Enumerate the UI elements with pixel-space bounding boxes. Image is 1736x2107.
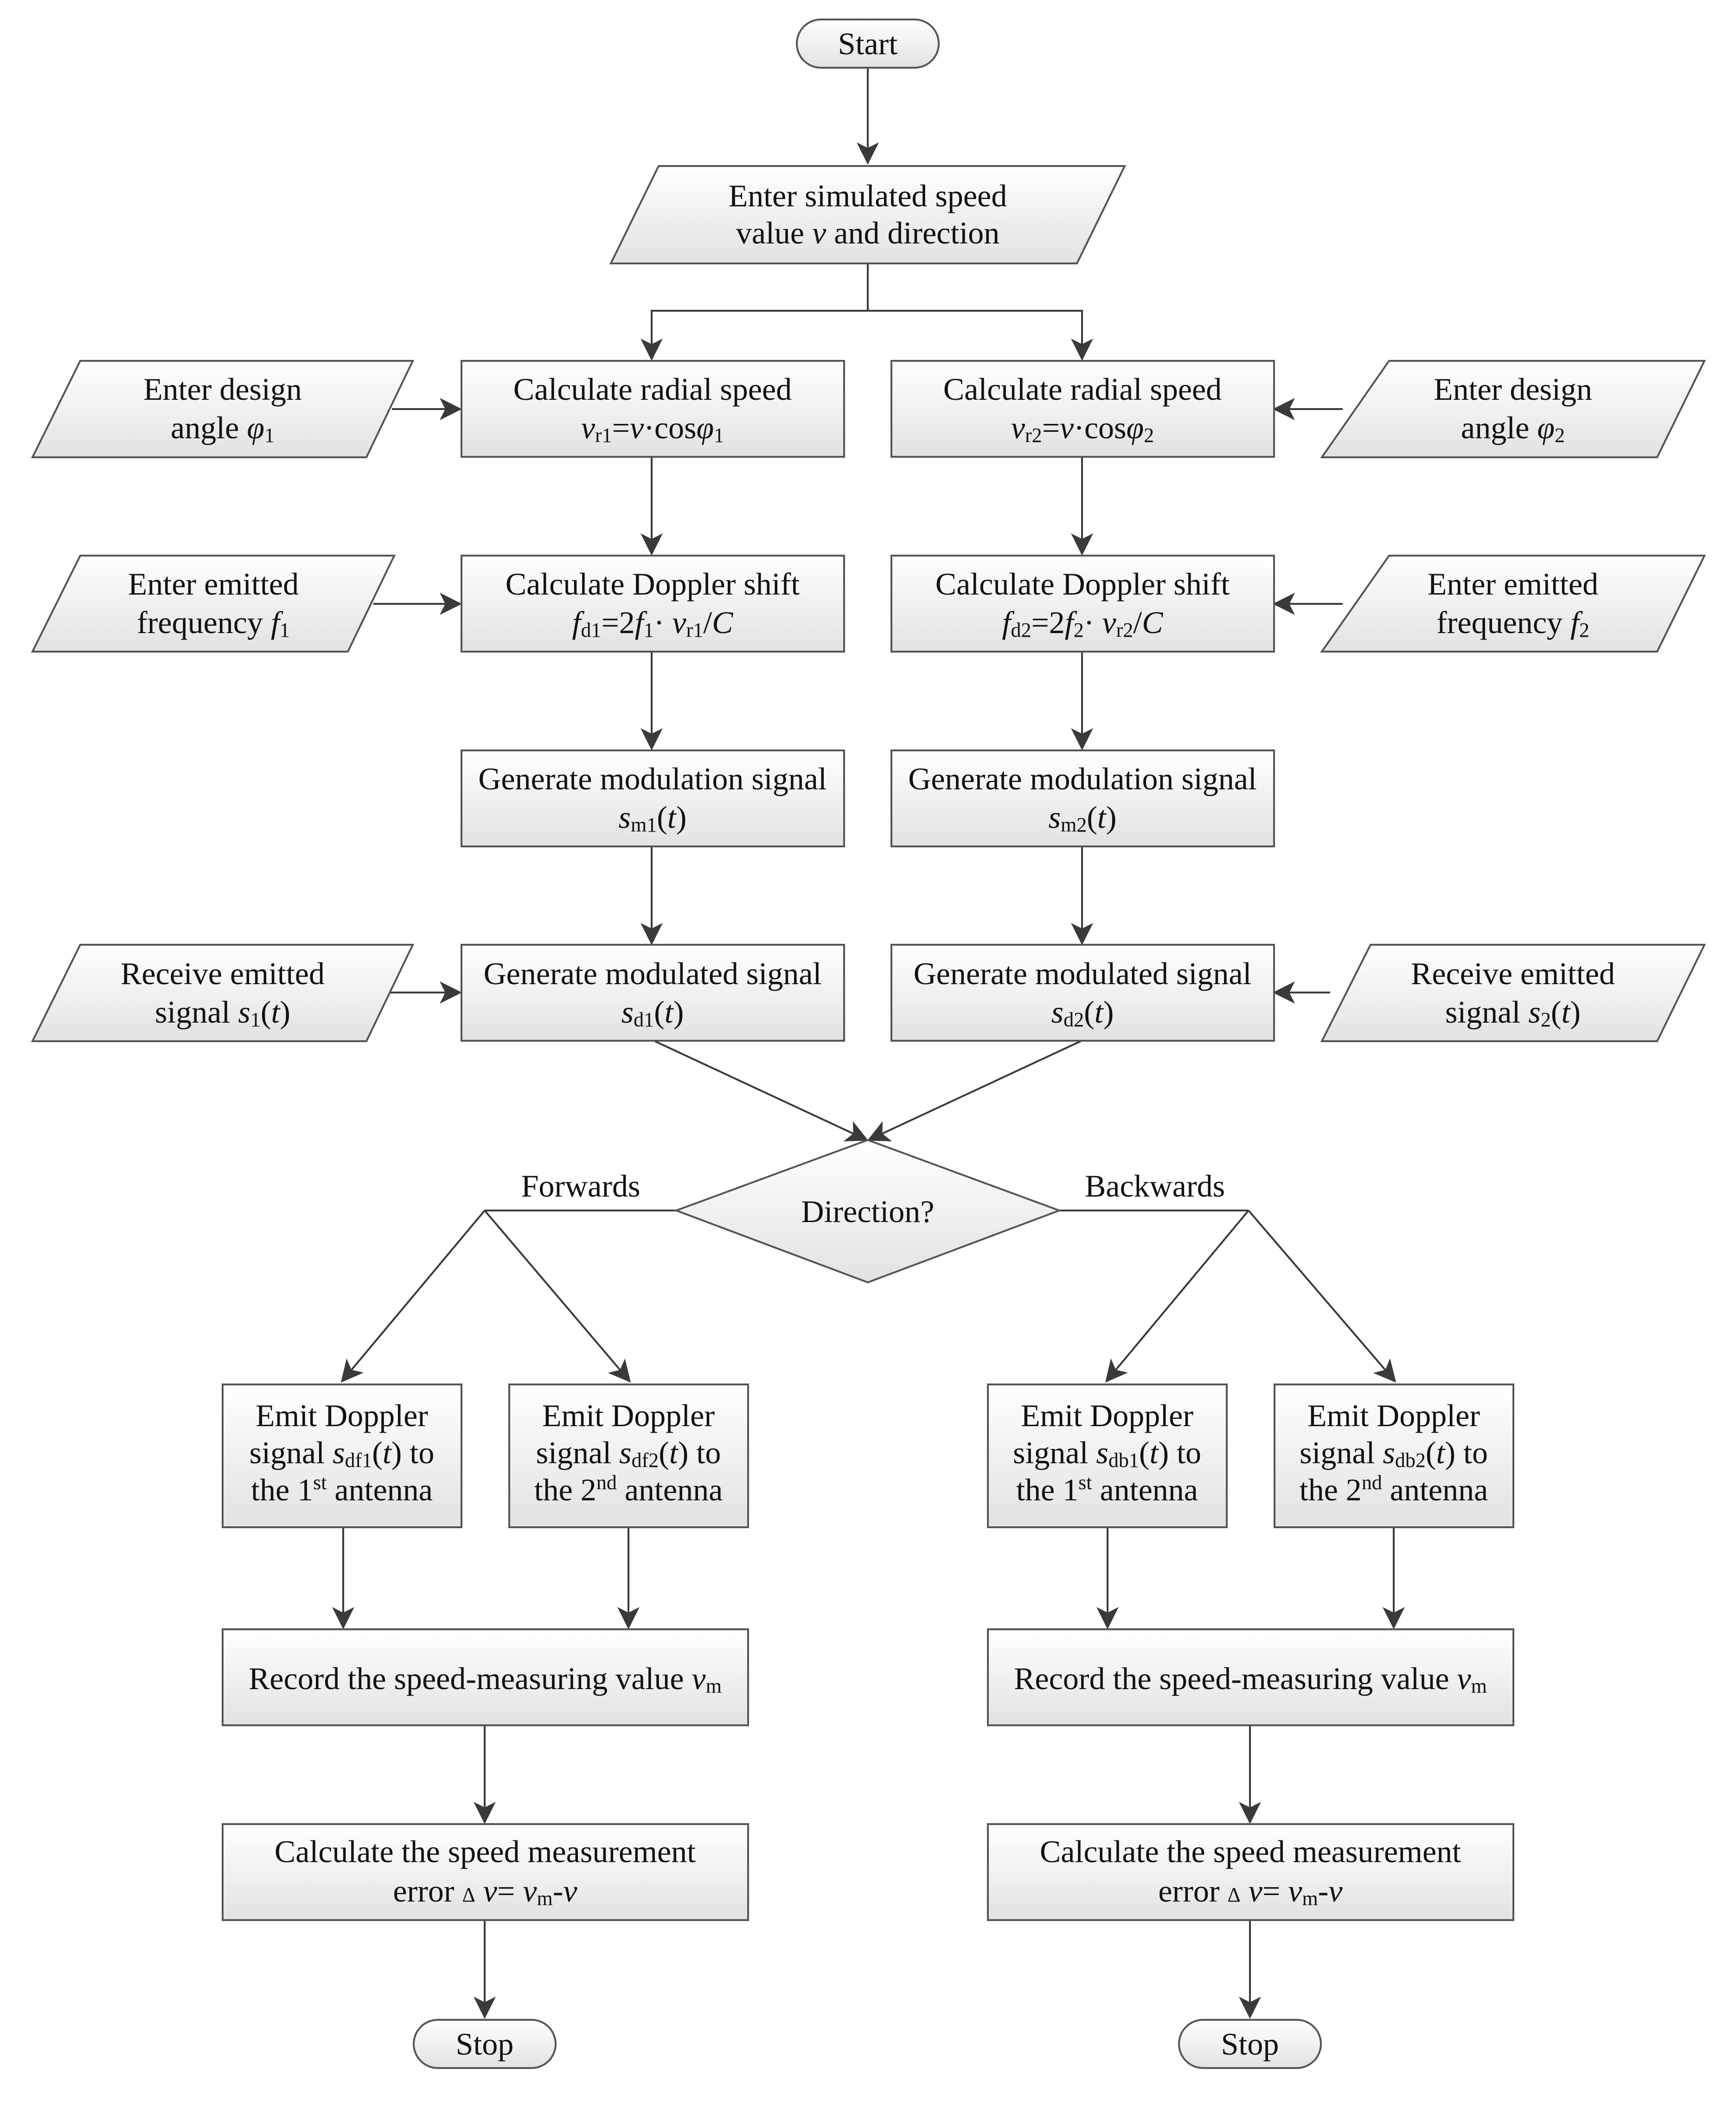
input-speed-line2: value v and direction [736, 215, 999, 250]
stop-backwards-label: Stop [1221, 2026, 1279, 2062]
edge-forwards-to-emit-df2 [484, 1210, 631, 1383]
emit-db2-line2: signal sdb2(t) to [1300, 1435, 1488, 1472]
start-terminal: Start [796, 19, 940, 69]
doppler-shift-2-formula: fd2=2f2· vr2/C [1002, 605, 1164, 641]
modulation-signal-1-line1: Generate modulation signal [478, 761, 827, 796]
emit-df2-node: Emit Doppler signal sdf2(t) to the 2nd a… [508, 1383, 749, 1528]
edge-modulated2-to-direction [867, 1040, 1081, 1141]
emitted-frequency-1-line2: frequency f1 [137, 605, 290, 641]
error-backwards-line1: Calculate the speed measurement [1040, 1834, 1461, 1869]
error-backwards-node: Calculate the speed measurement error Δ … [987, 1823, 1514, 1921]
modulation-signal-2-formula: sm2(t) [1049, 800, 1117, 836]
emitted-frequency-1-node: Enter emitted frequency f1 [31, 555, 396, 653]
record-forwards-node: Record the speed-measuring value vm [222, 1628, 749, 1726]
modulated-signal-1-line1: Generate modulated signal [484, 956, 822, 991]
edge-modulated1-to-direction [654, 1040, 869, 1141]
receive-signal-2-node: Receive emitted signal s2(t) [1320, 944, 1706, 1042]
design-angle-1-node: Enter design angle φ1 [31, 360, 415, 458]
emit-db1-line2: signal sdb1(t) to [1013, 1435, 1201, 1472]
error-forwards-node: Calculate the speed measurement error Δ … [222, 1823, 749, 1921]
edges [332, 67, 1405, 2019]
doppler-shift-1-node: Calculate Doppler shift fd1=2f1· vr1/C [461, 555, 845, 653]
emitted-frequency-1-line1: Enter emitted [128, 566, 299, 602]
input-speed-line1: Enter simulated speed [729, 178, 1007, 213]
emit-df1-node: Emit Doppler signal sdf1(t) to the 1st a… [222, 1383, 462, 1528]
emitted-frequency-2-node: Enter emitted frequency f2 [1320, 555, 1706, 653]
emit-db2-line1: Emit Doppler [1307, 1398, 1480, 1433]
doppler-shift-2-node: Calculate Doppler shift fd2=2f2· vr2/C [890, 555, 1275, 653]
emitted-frequency-2-line2: frequency f2 [1436, 605, 1589, 641]
start-label: Start [838, 26, 898, 61]
emit-df1-line1: Emit Doppler [256, 1398, 428, 1433]
emit-df2-line3: the 2nd antenna [534, 1471, 723, 1507]
error-forwards-line1: Calculate the speed measurement [275, 1834, 696, 1869]
modulation-signal-2-line1: Generate modulation signal [908, 761, 1257, 796]
record-forwards-label: Record the speed-measuring value vm [249, 1661, 722, 1697]
receive-signal-1-line1: Receive emitted [121, 956, 325, 991]
emit-db2-node: Emit Doppler signal sdb2(t) to the 2nd a… [1274, 1383, 1514, 1528]
design-angle-2-node: Enter design angle φ2 [1320, 360, 1706, 458]
radial-speed-1-line1: Calculate radial speed [513, 371, 792, 407]
edge-input-to-radial-1 [641, 264, 869, 361]
modulation-signal-2-node: Generate modulation signal sm2(t) [890, 749, 1275, 847]
error-forwards-line2: error Δ v= vm-v [393, 1873, 577, 1910]
design-angle-2-line2: angle φ2 [1461, 410, 1565, 447]
modulated-signal-2-line1: Generate modulated signal [914, 956, 1252, 991]
doppler-shift-1-line1: Calculate Doppler shift [506, 566, 800, 602]
receive-signal-2-line1: Receive emitted [1411, 956, 1615, 991]
doppler-shift-2-line1: Calculate Doppler shift [935, 566, 1230, 602]
design-angle-1-line1: Enter design [143, 371, 302, 407]
radial-speed-2-line1: Calculate radial speed [943, 371, 1222, 407]
radial-speed-1-node: Calculate radial speed vr1=v·cosφ1 [461, 360, 845, 458]
modulated-signal-1-node: Generate modulated signal sd1(t) [461, 944, 845, 1042]
modulation-signal-1-node: Generate modulation signal sm1(t) [461, 749, 845, 847]
emit-df1-line3: the 1st antenna [251, 1471, 433, 1507]
emit-df2-line1: Emit Doppler [542, 1398, 715, 1433]
radial-speed-2-formula: vr2=v·cosφ2 [1011, 410, 1154, 447]
emit-df2-line2: signal sdf2(t) to [536, 1435, 721, 1472]
emit-db1-line3: the 1st antenna [1016, 1471, 1198, 1507]
direction-label: Direction? [801, 1194, 935, 1229]
radial-speed-2-node: Calculate radial speed vr2=v·cosφ2 [890, 360, 1275, 458]
design-angle-2-line1: Enter design [1434, 371, 1592, 407]
emit-db2-line3: the 2nd antenna [1300, 1471, 1488, 1507]
receive-signal-1-line2: signal s1(t) [155, 994, 290, 1031]
stop-backwards-terminal: Stop [1178, 2019, 1322, 2069]
modulated-signal-2-formula: sd2(t) [1051, 994, 1114, 1031]
edge-input-to-radial-2 [868, 310, 1093, 361]
direction-decision: Direction? [673, 1139, 1062, 1284]
error-backwards-line2: error Δ v= vm-v [1158, 1873, 1343, 1910]
label-forwards: Forwards [521, 1168, 641, 1204]
emit-db1-line1: Emit Doppler [1021, 1398, 1193, 1433]
stop-forwards-label: Stop [456, 2026, 514, 2062]
modulation-signal-1-formula: sm1(t) [619, 800, 687, 836]
emit-df1-line2: signal sdf1(t) to [250, 1435, 435, 1472]
modulated-signal-2-node: Generate modulated signal sd2(t) [890, 944, 1275, 1042]
input-speed-node: Enter simulated speed value v and direct… [609, 165, 1127, 264]
receive-signal-2-line2: signal s2(t) [1445, 994, 1581, 1031]
edge-backwards-to-emit-db1 [1105, 1210, 1249, 1383]
radial-speed-1-formula: vr1=v·cosφ1 [581, 410, 724, 447]
stop-forwards-terminal: Stop [413, 2019, 557, 2069]
doppler-shift-1-formula: fd1=2f1· vr1/C [572, 605, 734, 641]
edge-backwards-to-emit-db2 [1248, 1210, 1396, 1383]
label-backwards: Backwards [1085, 1168, 1225, 1204]
record-backwards-label: Record the speed-measuring value vm [1014, 1661, 1487, 1697]
edge-forwards-to-emit-df1 [340, 1210, 486, 1383]
emit-db1-node: Emit Doppler signal sdb1(t) to the 1st a… [987, 1383, 1228, 1528]
emitted-frequency-2-line1: Enter emitted [1428, 566, 1598, 602]
receive-signal-1-node: Receive emitted signal s1(t) [31, 944, 415, 1042]
modulated-signal-1-formula: sd1(t) [621, 994, 684, 1031]
record-backwards-node: Record the speed-measuring value vm [987, 1628, 1514, 1726]
design-angle-1-line2: angle φ1 [171, 410, 275, 447]
